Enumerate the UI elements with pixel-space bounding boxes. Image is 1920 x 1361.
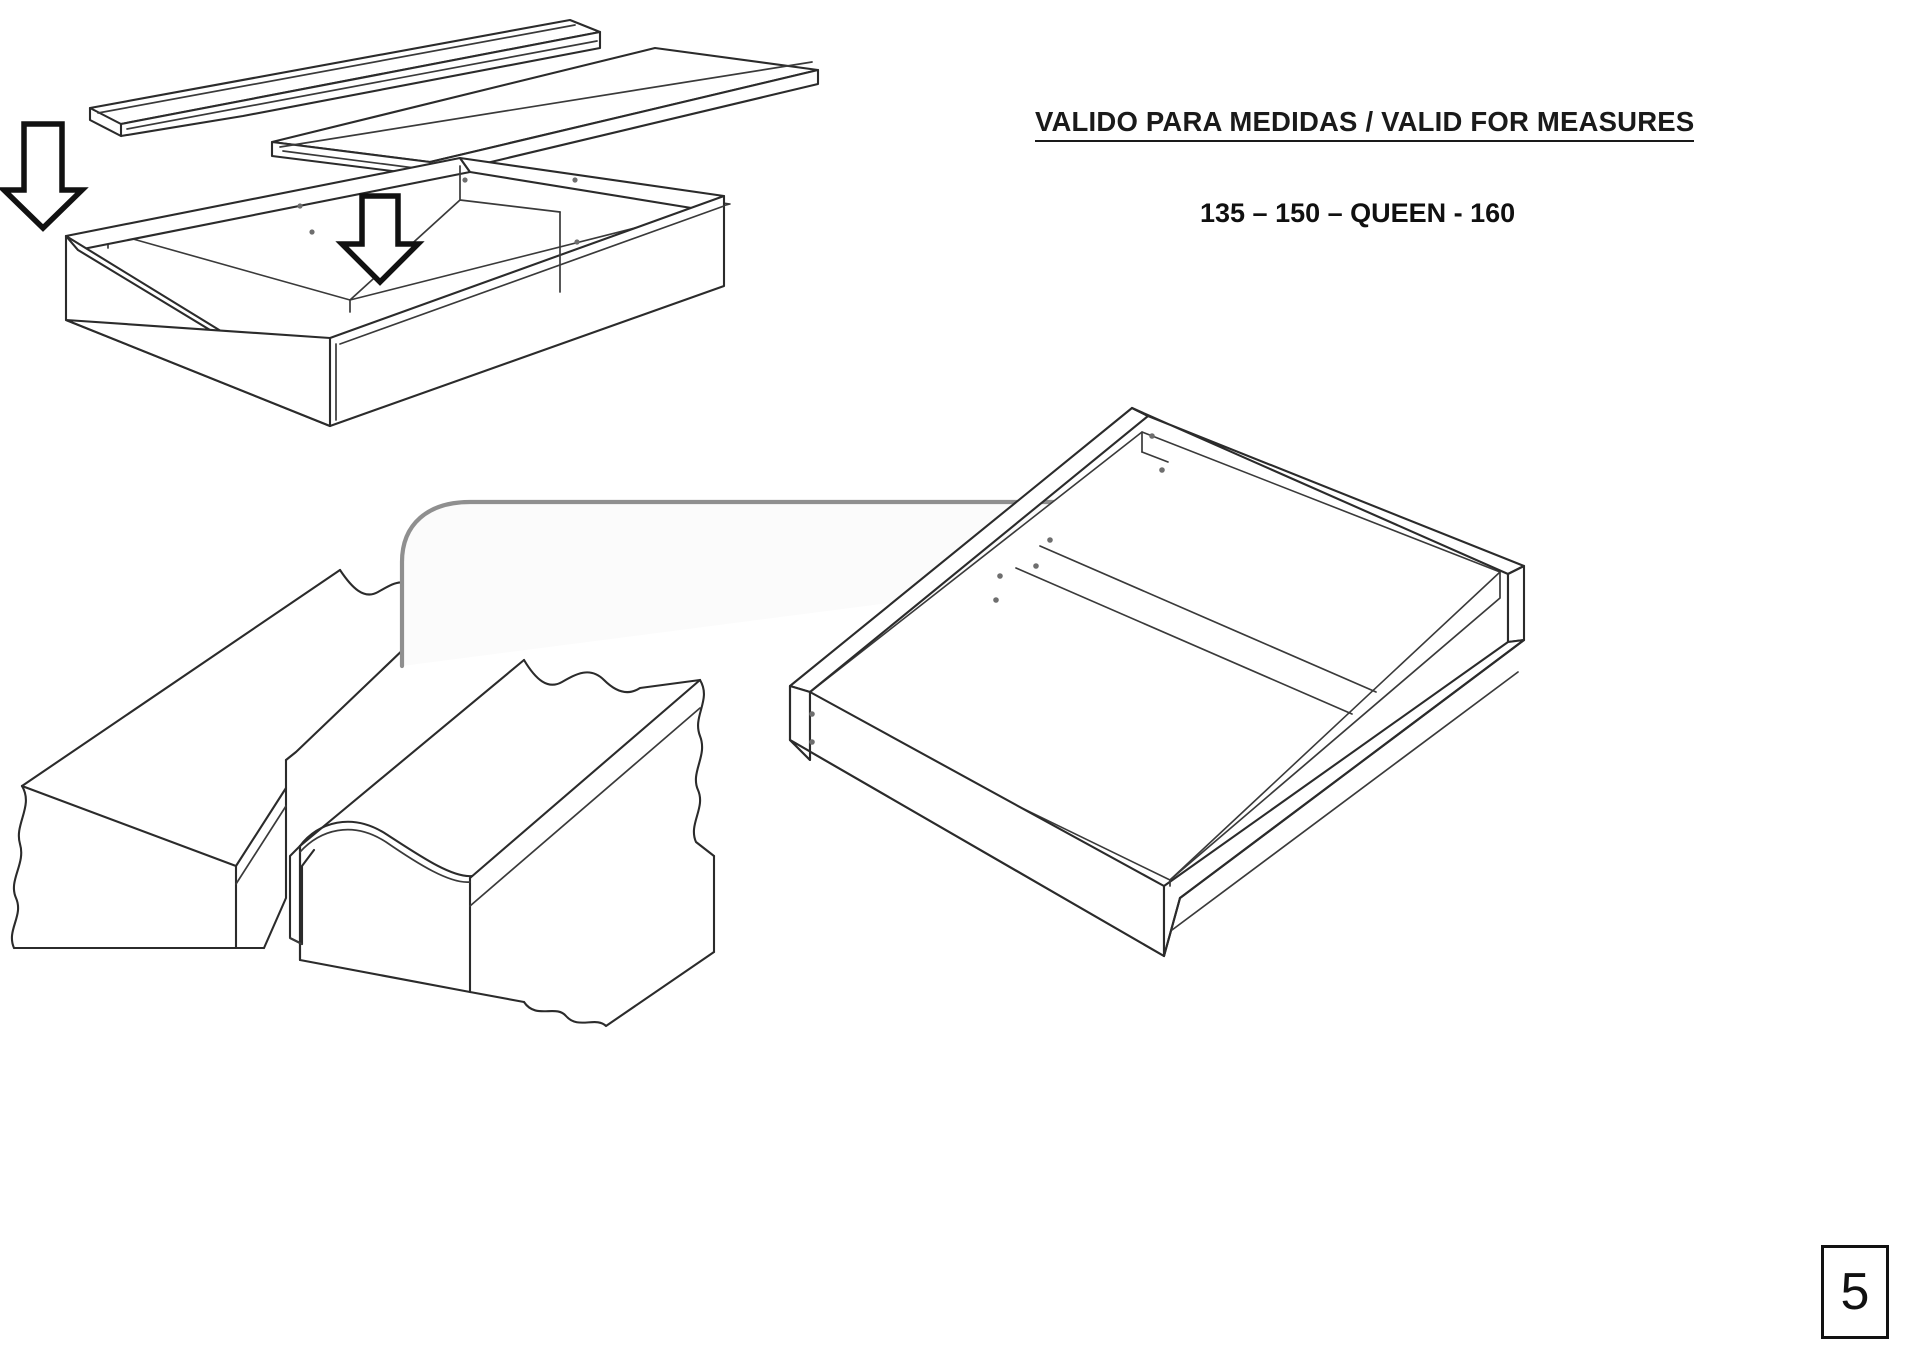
page-title: VALIDO PARA MEDIDAS / VALID FOR MEASURES <box>1035 106 1695 142</box>
arrow-center-down <box>335 193 425 286</box>
page-number: 5 <box>1840 1263 1870 1321</box>
page-title-text: VALIDO PARA MEDIDAS / VALID FOR MEASURES <box>1035 106 1695 142</box>
box-frame-open-2 <box>788 406 1526 958</box>
page-number-box: 5 <box>1821 1245 1889 1339</box>
t-connector-strip <box>288 820 474 946</box>
foam-block-right <box>298 658 716 1028</box>
panel-upper-right <box>270 46 820 178</box>
box-frame-open <box>64 156 731 428</box>
arrow-left-down <box>0 121 89 232</box>
panel-upper-left <box>88 18 602 138</box>
measures-subtitle: 135 – 150 – QUEEN - 160 <box>1200 198 1516 228</box>
